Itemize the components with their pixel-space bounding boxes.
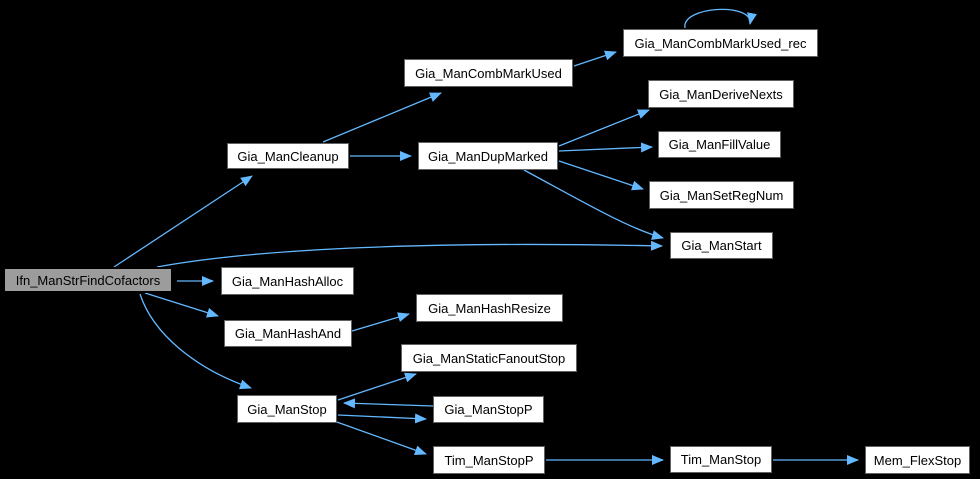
edge-stopp-stop xyxy=(343,398,434,409)
node-staticfanoutstop[interactable]: Gia_ManStaticFanoutStop xyxy=(401,344,577,372)
edge-cleanup-combmarkused xyxy=(322,92,442,143)
edge-dupmarked-start xyxy=(523,169,664,240)
edge-combmarkused_rec-combmarkused_rec xyxy=(684,8,757,29)
node-fillvalue[interactable]: Gia_ManFillValue xyxy=(658,131,781,158)
edge-dupmarked-fillvalue xyxy=(558,142,653,153)
node-root: Ifn_ManStrFindCofactors xyxy=(3,267,173,293)
node-stop[interactable]: Gia_ManStop xyxy=(237,395,337,423)
node-cleanup[interactable]: Gia_ManCleanup xyxy=(227,143,349,169)
edge-stop-timstopp xyxy=(333,420,427,455)
edge-stop-stopp xyxy=(337,413,427,424)
node-derivenexts[interactable]: Gia_ManDeriveNexts xyxy=(648,80,794,108)
edge-root-hashand xyxy=(144,292,219,318)
node-timstopp[interactable]: Tim_ManStopP xyxy=(433,446,545,474)
node-stopp[interactable]: Gia_ManStopP xyxy=(433,396,544,423)
node-hashand[interactable]: Gia_ManHashAnd xyxy=(224,320,352,347)
node-timstop[interactable]: Tim_ManStop xyxy=(670,446,772,473)
node-memflexstop[interactable]: Mem_FlexStop xyxy=(865,446,970,474)
node-dupmarked[interactable]: Gia_ManDupMarked xyxy=(418,142,558,170)
edge-root-stop xyxy=(139,293,252,390)
edge-dupmarked-setregnum xyxy=(558,160,644,191)
node-combmarkused_rec[interactable]: Gia_ManCombMarkUsed_rec xyxy=(623,29,818,57)
edge-combmarkused-combmarkused_rec xyxy=(573,50,617,67)
edge-stop-staticfanoutstop xyxy=(337,372,417,401)
edge-root-cleanup xyxy=(113,175,253,268)
node-hashresize[interactable]: Gia_ManHashResize xyxy=(416,294,563,322)
node-combmarkused[interactable]: Gia_ManCombMarkUsed xyxy=(404,59,573,87)
node-setregnum[interactable]: Gia_ManSetRegNum xyxy=(649,181,794,209)
node-hashalloc[interactable]: Gia_ManHashAlloc xyxy=(221,267,354,295)
edge-root-start xyxy=(156,240,663,268)
edge-dupmarked-derivenexts xyxy=(558,109,650,147)
node-start[interactable]: Gia_ManStart xyxy=(670,232,773,259)
edge-hashand-hashresize xyxy=(351,312,410,332)
